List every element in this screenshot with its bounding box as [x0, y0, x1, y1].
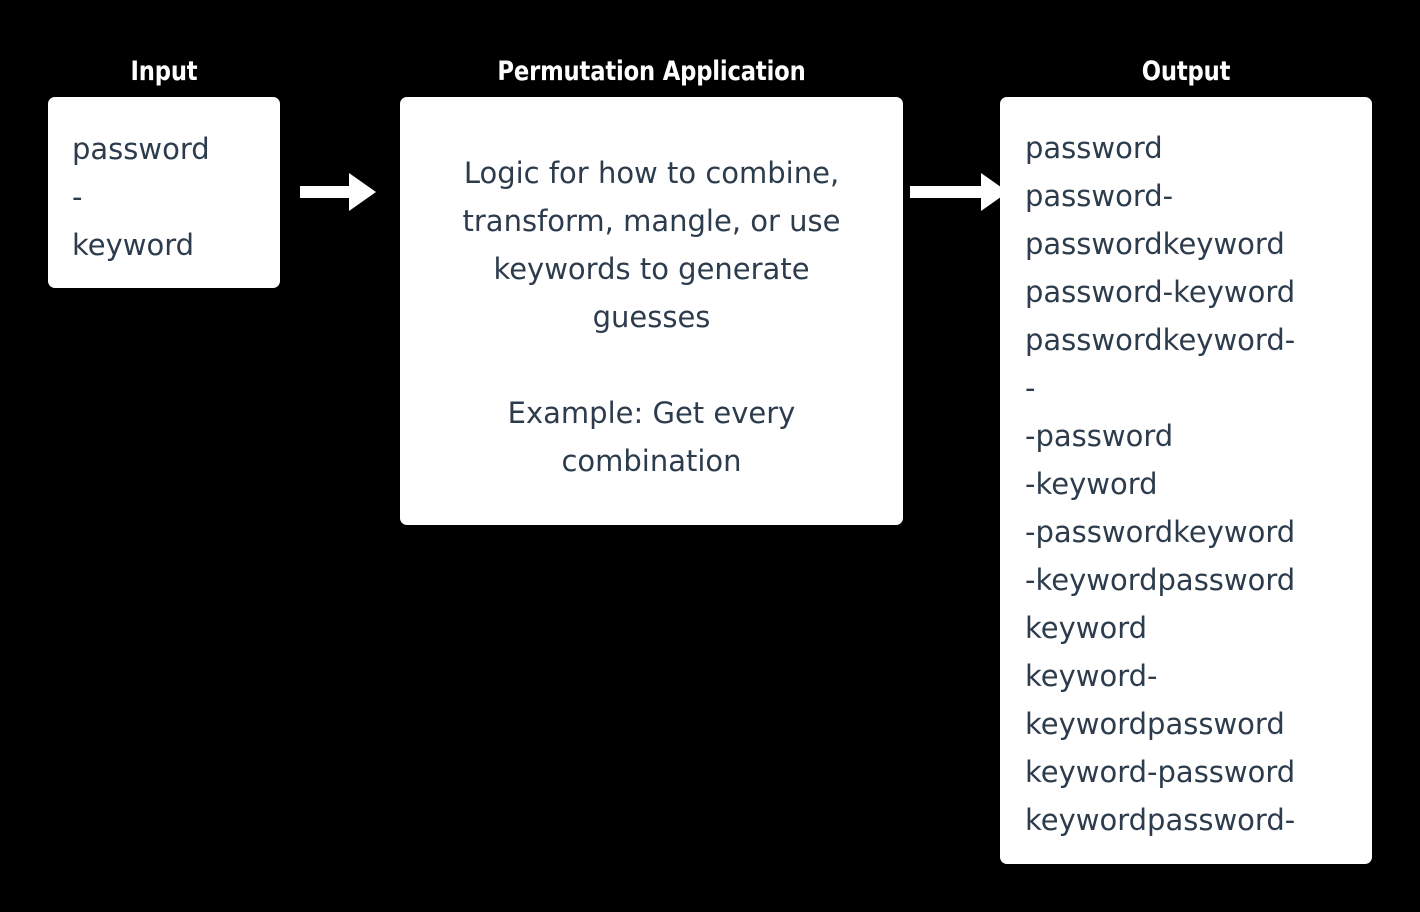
arrow-right-icon-input-to-permutation [300, 167, 376, 217]
input-panel: password - keyword [48, 97, 280, 288]
permutation-logic-text: Logic for how to combine, transform, man… [462, 156, 841, 334]
column-header-permutation-application: Permutation Application [497, 56, 806, 87]
column-header-output: Output [1141, 56, 1231, 87]
column-header-input: Input [130, 56, 198, 87]
output-panel: password password- passwordkeyword passw… [1000, 97, 1372, 864]
output-guess-list: password password- passwordkeyword passw… [1025, 131, 1296, 837]
permutation-example-text: Example: Get every combination [507, 396, 796, 478]
arrow-right-icon-permutation-to-output [910, 167, 1008, 217]
input-token-list: password - keyword [72, 132, 210, 262]
permutation-description: Logic for how to combine, transform, man… [436, 149, 867, 485]
permutation-application-panel: Logic for how to combine, transform, man… [400, 97, 903, 525]
